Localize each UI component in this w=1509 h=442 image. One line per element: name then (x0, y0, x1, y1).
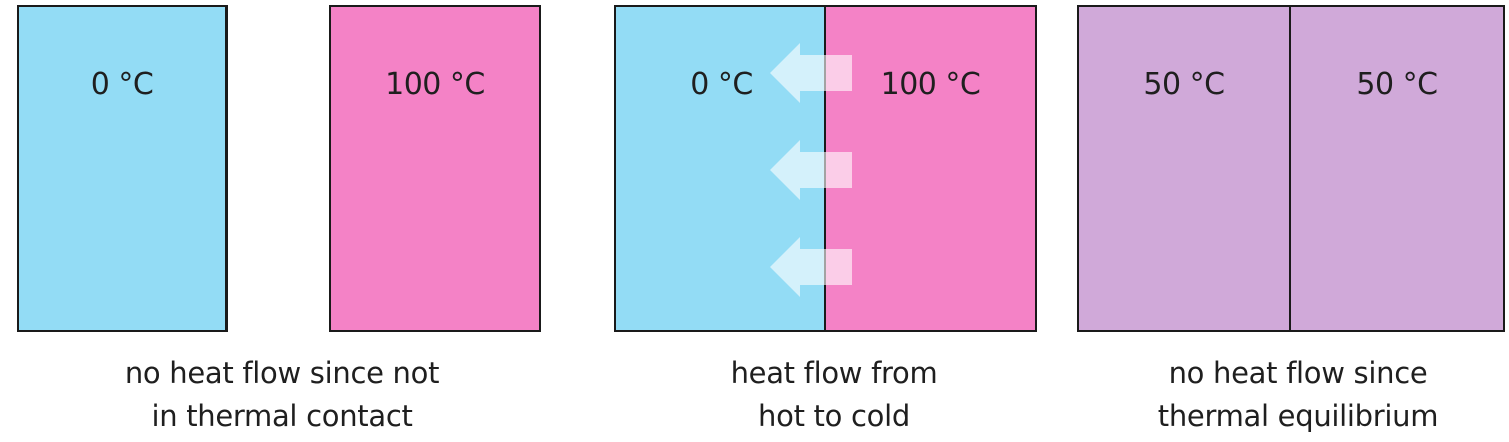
panel-2-caption-line-1: heat flow from (730, 356, 938, 390)
panel-2-caption: heat flow from hot to cold (634, 352, 1034, 438)
panel-1-cold-block: 0 °C (17, 5, 228, 332)
panel-1-hot-block: 100 °C (329, 5, 541, 332)
panel-3-caption-line-1: no heat flow since (1168, 356, 1428, 390)
panel-3-right-block: 50 °C (1289, 5, 1505, 332)
panel-3-caption-line-2: thermal equilibrium (1157, 399, 1439, 433)
panel-3-right-temperature: 50 °C (1356, 67, 1438, 102)
panel-1-caption-line-2: in thermal contact (151, 399, 413, 433)
panel-1-caption-line-1: no heat flow since not (124, 356, 440, 390)
panel-3-left-temperature: 50 °C (1143, 67, 1225, 102)
panel-2-hot-block: 100 °C (824, 5, 1037, 332)
panel-1-hot-temperature: 100 °C (385, 67, 485, 102)
heat-flow-arrow-icon (770, 140, 852, 200)
panel-1-cold-temperature: 0 °C (90, 67, 154, 102)
heat-flow-arrow-icon (770, 43, 852, 103)
panel-2-hot-temperature: 100 °C (880, 67, 981, 102)
panel-2-cold-temperature: 0 °C (690, 67, 753, 102)
panel-2-caption-line-2: hot to cold (758, 399, 910, 433)
panel-3-caption: no heat flow since thermal equilibrium (1098, 352, 1498, 438)
heat-flow-arrow-icon (770, 237, 852, 297)
panel-1-caption: no heat flow since not in thermal contac… (82, 352, 482, 438)
heat-flow-arrows (770, 43, 852, 297)
panel-3-left-block: 50 °C (1077, 5, 1291, 332)
